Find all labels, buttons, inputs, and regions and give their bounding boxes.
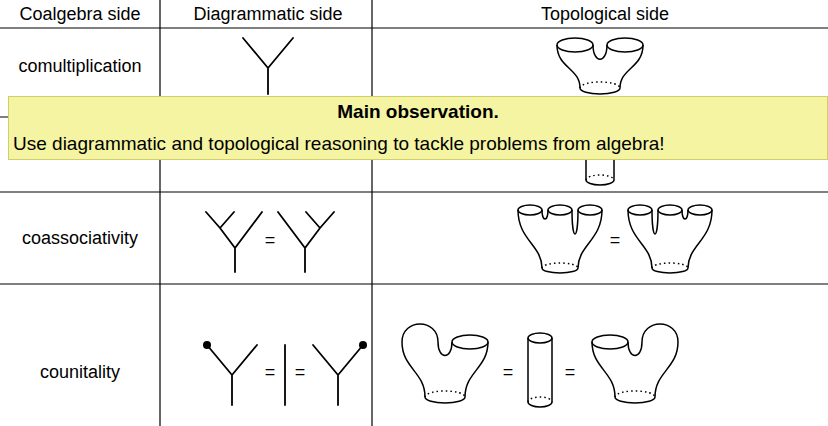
equals-sign: = <box>565 361 576 383</box>
block-title: Main observation. <box>13 101 823 123</box>
equals-sign: = <box>265 229 276 251</box>
header-cell: Topological side <box>541 3 669 25</box>
counit-dots <box>203 341 367 349</box>
equals-sign: = <box>610 229 621 251</box>
equals-sign: = <box>503 361 514 383</box>
equals-sign: = <box>265 361 276 383</box>
header-cell: Diagrammatic side <box>193 3 342 25</box>
observation-block: Main observation. Use diagrammatic and to… <box>8 96 828 160</box>
row-label: counitality <box>40 361 120 383</box>
equals-sign: = <box>295 361 306 383</box>
string-diagrams <box>206 38 363 405</box>
row-label: coassociativity <box>22 227 138 249</box>
header-cell: Coalgebra side <box>19 3 140 25</box>
row-label: comultiplication <box>18 55 141 77</box>
cobordisms <box>402 38 712 407</box>
block-body: Use diagrammatic and topological reasoni… <box>13 133 823 155</box>
